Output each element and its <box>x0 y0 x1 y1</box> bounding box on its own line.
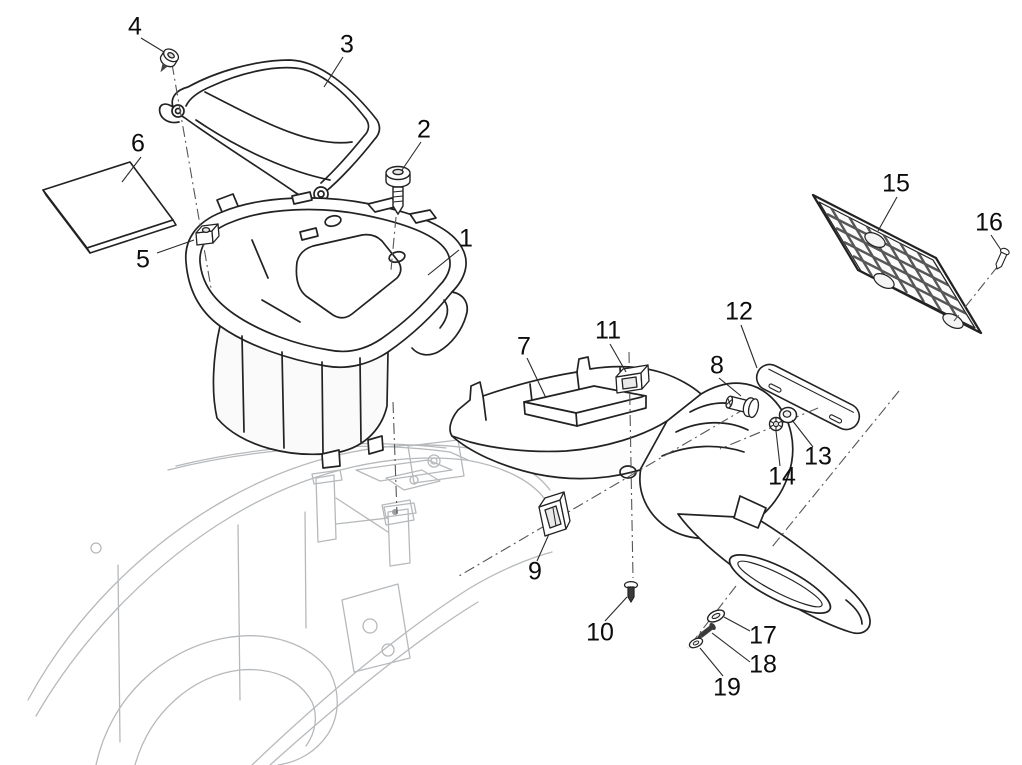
part-9-clip <box>538 491 571 537</box>
part-8-screw <box>725 395 760 419</box>
part-10-screw <box>623 580 639 604</box>
part-7-rear-fender <box>449 356 871 635</box>
callout-label-13: 13 <box>804 442 832 471</box>
part-15-grille <box>811 193 983 335</box>
part-1-storage-box <box>185 191 469 469</box>
part-12-rubber-strip <box>755 363 861 431</box>
callout-label-6: 6 <box>131 129 145 158</box>
part-3-cover <box>158 59 381 202</box>
callout-label-15: 15 <box>882 169 910 198</box>
part-17-spacer-ring <box>706 609 726 623</box>
callout-label-10: 10 <box>586 618 614 647</box>
callout-label-3: 3 <box>340 30 354 59</box>
reference-frame-chassis <box>27 439 553 765</box>
callout-label-14: 14 <box>768 462 796 491</box>
callout-leader-lines <box>121 37 1002 677</box>
callout-label-4: 4 <box>128 12 142 41</box>
callout-label-8: 8 <box>710 351 724 380</box>
part-5-clip-nut <box>195 223 220 246</box>
callout-label-19: 19 <box>713 673 741 702</box>
part-2-screw <box>385 165 411 216</box>
callout-label-5: 5 <box>136 245 150 274</box>
part-14-star-washer <box>768 416 784 432</box>
callout-label-16: 16 <box>975 208 1003 237</box>
callout-label-7: 7 <box>517 332 531 361</box>
callout-label-17: 17 <box>749 621 777 650</box>
part-4-screw <box>159 48 180 73</box>
part-6-adhesive-pad <box>42 161 177 254</box>
callout-label-12: 12 <box>725 297 753 326</box>
callout-label-1: 1 <box>459 224 473 253</box>
part-18-screw <box>696 622 716 639</box>
part-19-spacer-ring <box>688 637 704 649</box>
part-13-washer <box>778 406 798 424</box>
callout-label-9: 9 <box>528 557 542 586</box>
callout-label-2: 2 <box>417 115 431 144</box>
part-11-clip <box>615 364 650 394</box>
callout-label-18: 18 <box>749 650 777 679</box>
callout-label-11: 11 <box>595 316 621 345</box>
part-16-screw <box>995 247 1010 270</box>
